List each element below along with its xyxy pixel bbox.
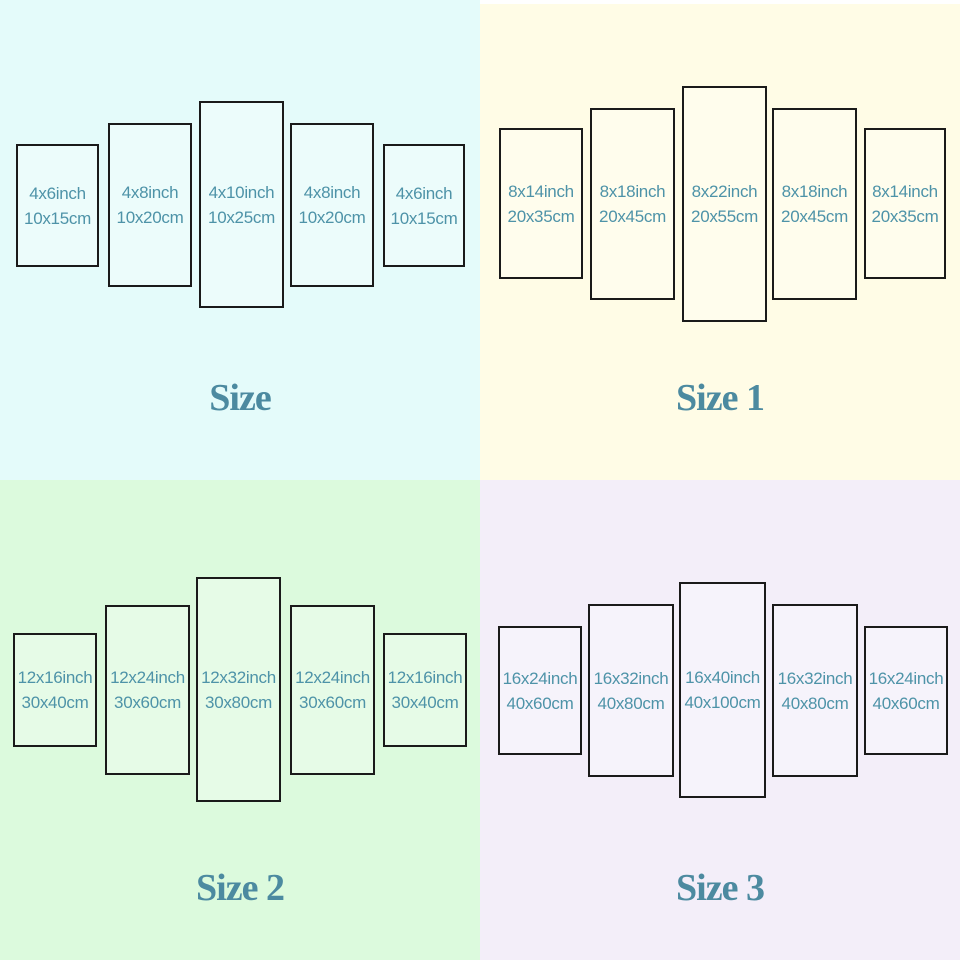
panel-cm-label: 20x35cm xyxy=(871,206,939,226)
panel-size-label: 4x8inch 10x20cm xyxy=(299,180,366,230)
panel-inch-label: 8x22inch xyxy=(691,182,758,201)
canvas-panel: 12x32inch 30x80cm xyxy=(196,577,281,802)
panel-size-label: 4x10inch 10x25cm xyxy=(208,180,275,230)
panel-cm-label: 10x25cm xyxy=(208,207,275,227)
panel-size-label: 12x16inch 30x40cm xyxy=(18,665,93,715)
panel-inch-label: 16x32inch xyxy=(777,668,853,688)
panel-cm-label: 20x45cm xyxy=(781,207,848,226)
quadrant-title: Size xyxy=(209,376,271,419)
panel-size-label: 8x18inch 20x45cm xyxy=(781,179,848,229)
panel-size-label: 16x32inch 40x80cm xyxy=(594,666,669,716)
panel-group: 8x14inch 20x35cm 8x18inch 20x45cm 8x22in… xyxy=(480,0,960,480)
quadrant-size-2: 12x16inch 30x40cm 12x24inch 30x60cm 12x3… xyxy=(0,480,480,960)
panel-inch-label: 8x14inch xyxy=(508,181,574,201)
panel-size-label: 8x14inch 20x35cm xyxy=(872,179,939,229)
panel-inch-label: 12x16inch xyxy=(387,668,463,687)
panel-inch-label: 12x32inch xyxy=(201,667,276,687)
panel-cm-label: 10x20cm xyxy=(116,208,184,227)
panel-cm-label: 10x15cm xyxy=(390,208,458,228)
canvas-panel: 4x6inch 10x15cm xyxy=(383,144,465,267)
canvas-panel: 16x32inch 40x80cm xyxy=(772,604,858,777)
panel-size-label: 8x14inch 20x35cm xyxy=(508,179,575,229)
canvas-panel: 8x22inch 20x55cm xyxy=(682,86,767,322)
panel-inch-label: 16x24inch xyxy=(868,668,944,688)
panel-cm-label: 20x45cm xyxy=(599,207,666,226)
panel-cm-label: 30x40cm xyxy=(391,693,459,712)
panel-cm-label: 40x80cm xyxy=(597,693,665,713)
panel-cm-label: 40x60cm xyxy=(872,693,940,713)
panel-size-label: 16x24inch 40x60cm xyxy=(503,666,578,716)
canvas-panel: 12x16inch 30x40cm xyxy=(13,633,97,747)
panel-cm-label: 20x35cm xyxy=(507,206,575,226)
canvas-panel: 4x8inch 10x20cm xyxy=(108,123,192,287)
panel-inch-label: 12x16inch xyxy=(17,668,93,687)
panel-size-label: 12x24inch 30x60cm xyxy=(295,665,370,715)
canvas-panel: 16x24inch 40x60cm xyxy=(498,626,582,755)
panel-size-label: 16x24inch 40x60cm xyxy=(869,666,944,716)
panel-size-label: 12x32inch 30x80cm xyxy=(201,665,276,715)
canvas-panel: 4x8inch 10x20cm xyxy=(290,123,374,287)
canvas-panel: 4x10inch 10x25cm xyxy=(199,101,284,308)
panel-cm-label: 10x20cm xyxy=(298,208,366,227)
panel-inch-label: 8x14inch xyxy=(872,181,938,201)
panel-size-label: 8x18inch 20x45cm xyxy=(599,179,666,229)
canvas-panel: 16x24inch 40x60cm xyxy=(864,626,948,755)
canvas-panel: 12x24inch 30x60cm xyxy=(290,605,375,775)
panel-size-label: 4x8inch 10x20cm xyxy=(117,180,184,230)
canvas-panel: 8x14inch 20x35cm xyxy=(499,128,583,279)
panel-size-label: 16x32inch 40x80cm xyxy=(778,666,853,716)
panel-cm-label: 30x80cm xyxy=(205,692,272,712)
canvas-panel: 8x18inch 20x45cm xyxy=(590,108,675,300)
panel-cm-label: 30x60cm xyxy=(114,693,181,712)
panel-inch-label: 16x32inch xyxy=(593,668,669,688)
panel-inch-label: 8x18inch xyxy=(781,182,848,201)
panel-inch-label: 4x6inch xyxy=(29,183,86,203)
panel-size-label: 12x24inch 30x60cm xyxy=(110,665,185,715)
panel-group: 12x16inch 30x40cm 12x24inch 30x60cm 12x3… xyxy=(0,480,480,960)
panel-group: 16x24inch 40x60cm 16x32inch 40x80cm 16x4… xyxy=(480,480,960,960)
quadrant-size: 4x6inch 10x15cm 4x8inch 10x20cm 4x10inch… xyxy=(0,0,480,480)
panel-inch-label: 12x24inch xyxy=(110,668,185,687)
top-edge-strip xyxy=(480,0,960,4)
canvas-panel: 8x14inch 20x35cm xyxy=(864,128,946,279)
quadrant-size-3: 16x24inch 40x60cm 16x32inch 40x80cm 16x4… xyxy=(480,480,960,960)
canvas-panel: 16x32inch 40x80cm xyxy=(588,604,674,777)
panel-size-label: 12x16inch 30x40cm xyxy=(388,665,463,715)
panel-cm-label: 40x60cm xyxy=(506,693,574,713)
quadrant-size-1: 8x14inch 20x35cm 8x18inch 20x45cm 8x22in… xyxy=(480,0,960,480)
panel-inch-label: 16x24inch xyxy=(502,668,578,688)
canvas-panel: 4x6inch 10x15cm xyxy=(16,144,99,267)
canvas-panel: 12x24inch 30x60cm xyxy=(105,605,190,775)
panel-cm-label: 30x60cm xyxy=(299,693,366,712)
panel-inch-label: 8x18inch xyxy=(599,182,666,201)
panel-cm-label: 20x55cm xyxy=(691,207,758,226)
panel-cm-label: 10x15cm xyxy=(24,208,91,228)
panel-size-label: 8x22inch 20x55cm xyxy=(691,179,758,229)
panel-inch-label: 4x6inch xyxy=(395,183,453,203)
panel-size-label: 4x6inch 10x15cm xyxy=(391,181,458,231)
quadrant-title: Size 3 xyxy=(676,866,765,909)
panel-inch-label: 4x8inch xyxy=(303,183,361,202)
panel-cm-label: 30x40cm xyxy=(21,693,89,712)
panel-inch-label: 16x40inch xyxy=(685,668,760,687)
panel-size-label: 4x6inch 10x15cm xyxy=(24,181,91,231)
canvas-panel: 12x16inch 30x40cm xyxy=(383,633,467,747)
canvas-panel: 16x40inch 40x100cm xyxy=(679,582,766,798)
quadrant-title: Size 1 xyxy=(676,376,765,419)
panel-inch-label: 12x24inch xyxy=(295,668,370,687)
panel-inch-label: 4x10inch xyxy=(208,182,275,202)
panel-group: 4x6inch 10x15cm 4x8inch 10x20cm 4x10inch… xyxy=(0,0,480,480)
panel-size-label: 16x40inch 40x100cm xyxy=(684,665,760,715)
quadrant-title: Size 2 xyxy=(196,866,285,909)
panel-inch-label: 4x8inch xyxy=(121,183,179,202)
canvas-panel: 8x18inch 20x45cm xyxy=(772,108,857,300)
panel-cm-label: 40x80cm xyxy=(781,693,849,713)
panel-cm-label: 40x100cm xyxy=(684,693,761,712)
